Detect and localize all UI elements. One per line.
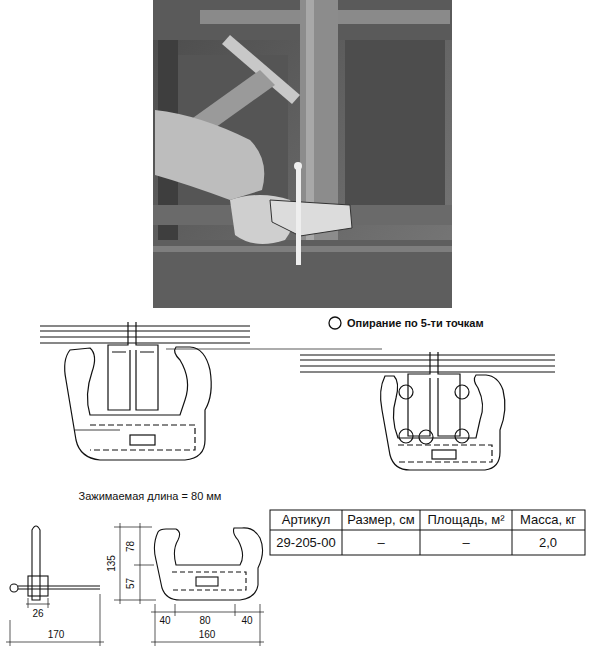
dimension: 26 bbox=[31, 608, 44, 619]
dimension: 80 bbox=[198, 615, 211, 626]
table-cell: Площадь, м² bbox=[426, 513, 505, 527]
dimension: 78 bbox=[126, 539, 137, 552]
dimension: 40 bbox=[158, 615, 171, 626]
legend-text: Опирание по 5-ти точкам bbox=[346, 317, 485, 329]
clamp-front-view bbox=[114, 523, 264, 646]
table-cell: Масса, кг bbox=[519, 513, 577, 527]
clamp-section-left bbox=[40, 322, 250, 460]
dimension: 170 bbox=[47, 629, 66, 640]
clamp-side-view bbox=[6, 526, 104, 646]
dimension: 57 bbox=[126, 576, 137, 589]
table-cell: – bbox=[461, 536, 470, 550]
dimension: 135 bbox=[106, 554, 117, 573]
leader-line bbox=[166, 349, 382, 350]
table-grid bbox=[270, 510, 585, 555]
table-cell: Артикул bbox=[281, 513, 331, 527]
table-cell: – bbox=[376, 536, 385, 550]
table-cell: 2,0 bbox=[538, 536, 558, 550]
table-cell: Размер, см bbox=[346, 513, 415, 527]
dimension: 160 bbox=[198, 629, 217, 640]
clamp-section-right bbox=[300, 352, 555, 470]
legend-circle bbox=[329, 317, 341, 329]
dimension: 40 bbox=[240, 615, 253, 626]
table-cell: 29-205-00 bbox=[275, 536, 336, 550]
note: Зажимаемая длина = 80 мм bbox=[78, 490, 223, 502]
photo bbox=[153, 0, 452, 308]
